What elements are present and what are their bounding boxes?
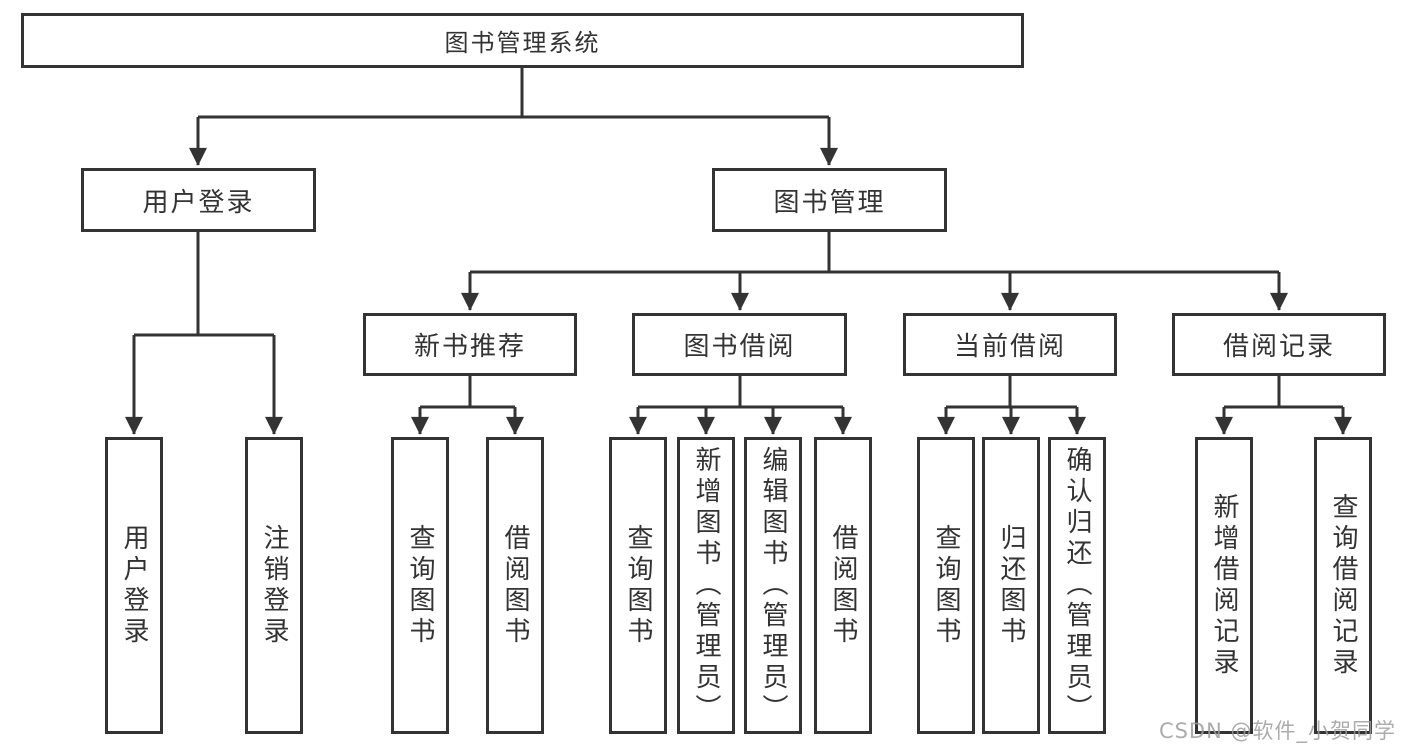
leaf-logout: 注销登录	[245, 437, 303, 734]
node-new-book-recommendation: 新书推荐	[363, 313, 577, 376]
leaf-edit-books-admin-label: 编辑图书（管理员）	[758, 446, 788, 725]
leaf-edit-books-admin: 编辑图书（管理员）	[744, 437, 802, 734]
leaf-query-books-2: 查询图书	[609, 437, 667, 734]
node-borrowing-records: 借阅记录	[1172, 313, 1386, 376]
leaf-borrow-books-2: 借阅图书	[814, 437, 872, 734]
leaf-borrow-books-1-label: 借阅图书	[500, 523, 530, 648]
leaf-query-books-1: 查询图书	[391, 437, 449, 734]
leaf-add-books-admin-label: 新增图书（管理员）	[691, 446, 721, 725]
leaf-add-borrow-record-label: 新增借阅记录	[1209, 492, 1239, 679]
node-library-management-system: 图书管理系统	[21, 13, 1024, 68]
leaf-add-books-admin: 新增图书（管理员）	[677, 437, 735, 734]
leaf-confirm-return-admin: 确认归还（管理员）	[1048, 437, 1106, 734]
leaf-borrow-books-1: 借阅图书	[486, 437, 544, 734]
node-book-management: 图书管理	[712, 168, 947, 232]
watermark: CSDN @软件_小贺同学	[1158, 719, 1396, 743]
leaf-query-books-1-label: 查询图书	[405, 523, 435, 648]
leaf-query-books-3-label: 查询图书	[931, 523, 961, 648]
leaf-return-books: 归还图书	[982, 437, 1040, 734]
leaf-user-login: 用户登录	[105, 437, 163, 734]
leaf-confirm-return-admin-label: 确认归还（管理员）	[1062, 446, 1092, 725]
node-current-borrowing: 当前借阅	[903, 313, 1117, 376]
leaf-add-borrow-record: 新增借阅记录	[1195, 437, 1253, 734]
leaf-query-books-2-label: 查询图书	[623, 523, 653, 648]
node-book-borrowing: 图书借阅	[632, 313, 847, 376]
leaf-user-login-label: 用户登录	[119, 523, 149, 648]
leaf-query-borrow-record: 查询借阅记录	[1314, 437, 1372, 734]
leaf-return-books-label: 归还图书	[996, 523, 1026, 648]
leaf-borrow-books-2-label: 借阅图书	[828, 523, 858, 648]
leaf-query-borrow-record-label: 查询借阅记录	[1328, 492, 1358, 679]
leaf-query-books-3: 查询图书	[917, 437, 975, 734]
node-user-login: 用户登录	[81, 168, 316, 232]
leaf-logout-label: 注销登录	[259, 523, 289, 648]
